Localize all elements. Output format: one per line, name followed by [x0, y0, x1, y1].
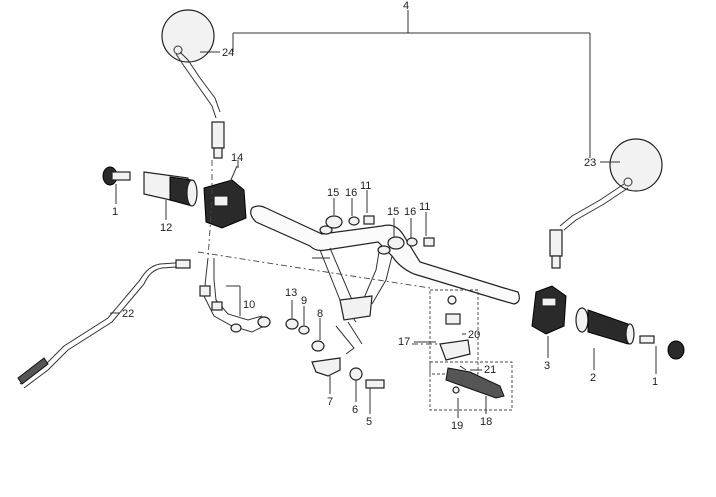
label-p22: 22 [122, 308, 134, 320]
cable-route-dashed [197, 160, 440, 345]
label-p4: 4 [403, 0, 409, 12]
label-p18: 18 [480, 416, 492, 428]
label-p16-b: 16 [404, 206, 416, 218]
label-p14: 14 [231, 152, 243, 164]
handlebar-tube [250, 205, 520, 355]
label-p21: 21 [484, 364, 496, 376]
part-labels: 4 24 23 14 1 12 15 16 11 15 16 11 22 10 … [112, 0, 658, 432]
right-switch-housing [531, 285, 567, 335]
label-p6: 6 [352, 404, 358, 416]
label-p3: 3 [544, 360, 550, 372]
left-switch-housing [203, 165, 247, 229]
label-p5: 5 [366, 416, 372, 428]
label-p12: 12 [160, 222, 172, 234]
label-p20: 20 [468, 329, 480, 341]
label-p15-a: 15 [327, 187, 339, 199]
label-p23: 23 [584, 157, 596, 169]
label-p11-a: 11 [360, 180, 371, 192]
label-p24: 24 [222, 47, 234, 59]
label-p9: 9 [301, 295, 307, 307]
label-p8: 8 [317, 308, 323, 320]
label-p2: 2 [590, 372, 596, 384]
fasteners-upper-left [325, 215, 435, 250]
label-p7: 7 [327, 396, 333, 408]
leader-lines [110, 160, 657, 418]
label-p16-a: 16 [345, 187, 357, 199]
left-mirror [161, 9, 225, 159]
right-mirror [549, 138, 663, 269]
lower-fasteners [285, 318, 385, 389]
label-p19: 19 [451, 420, 463, 432]
clutch-cable [17, 259, 191, 389]
label-p11-b: 11 [419, 201, 430, 213]
right-grip-and-bar-end [575, 307, 685, 360]
label-p1-right: 1 [652, 376, 658, 388]
label-p13: 13 [285, 287, 297, 299]
throttle-cables [199, 257, 271, 333]
left-bar-end-and-grip [102, 166, 198, 214]
label-p10: 10 [243, 299, 255, 311]
lever-assembly [429, 289, 513, 411]
label-p15-b: 15 [387, 206, 399, 218]
label-p1-left: 1 [112, 206, 118, 218]
part-4-bracket [232, 10, 591, 158]
label-p17: 17 [398, 336, 410, 348]
